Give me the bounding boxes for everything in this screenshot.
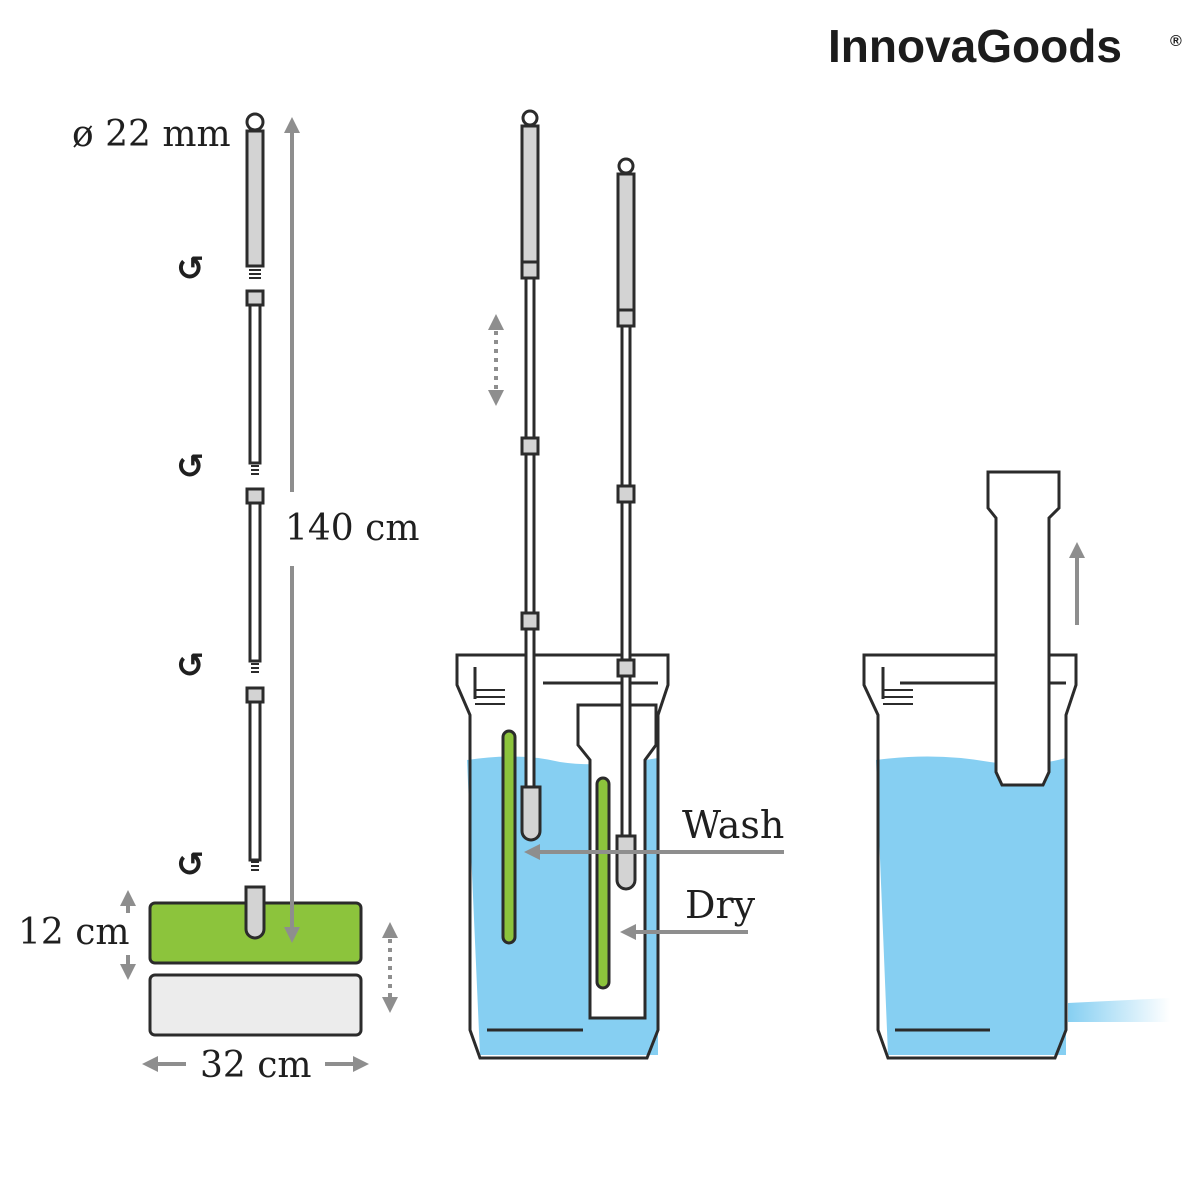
dry-squeegee [595, 776, 611, 990]
rotate-icon: ↺ [176, 249, 205, 289]
pole-segment [248, 700, 262, 862]
handle-knob [245, 112, 265, 132]
wash-squeegee [501, 729, 517, 945]
mop-disassembled [148, 112, 363, 1037]
brand-name: InnovaGoods [828, 20, 1122, 72]
svg-text:↺: ↺ [176, 249, 205, 289]
wash-label: Wash [682, 803, 784, 847]
replacement-pad [148, 973, 363, 1037]
wash-mop [520, 109, 542, 842]
head-connector [244, 885, 266, 940]
brand-logo: InnovaGoods ® [828, 20, 1182, 72]
handle-grip [245, 129, 265, 268]
pole-segment [248, 501, 262, 663]
svg-text:↺: ↺ [176, 447, 205, 487]
brand-registered-mark: ® [1170, 33, 1182, 50]
rotate-icon: ↺ [176, 646, 205, 686]
removable-insert [986, 470, 1061, 787]
bucket-water [876, 756, 1066, 1055]
rotate-icon: ↺ [176, 447, 205, 487]
dry-mop [615, 157, 637, 891]
bucket-wash-dry [455, 109, 784, 1060]
drain-spout-water [1068, 998, 1170, 1022]
height-label: 140 cm [285, 508, 419, 549]
thread [249, 269, 261, 279]
rotate-icon: ↺ [176, 845, 205, 885]
dry-label: Dry [685, 883, 756, 927]
head-height-label: 12 cm [18, 912, 130, 953]
pole-segment [248, 303, 262, 465]
diameter-label: ø 22 mm [72, 114, 231, 155]
svg-text:↺: ↺ [176, 646, 205, 686]
dimension-arrows [120, 117, 398, 1072]
bucket-drain [862, 470, 1170, 1060]
svg-text:↺: ↺ [176, 845, 205, 885]
head-width-label: 32 cm [200, 1045, 312, 1086]
